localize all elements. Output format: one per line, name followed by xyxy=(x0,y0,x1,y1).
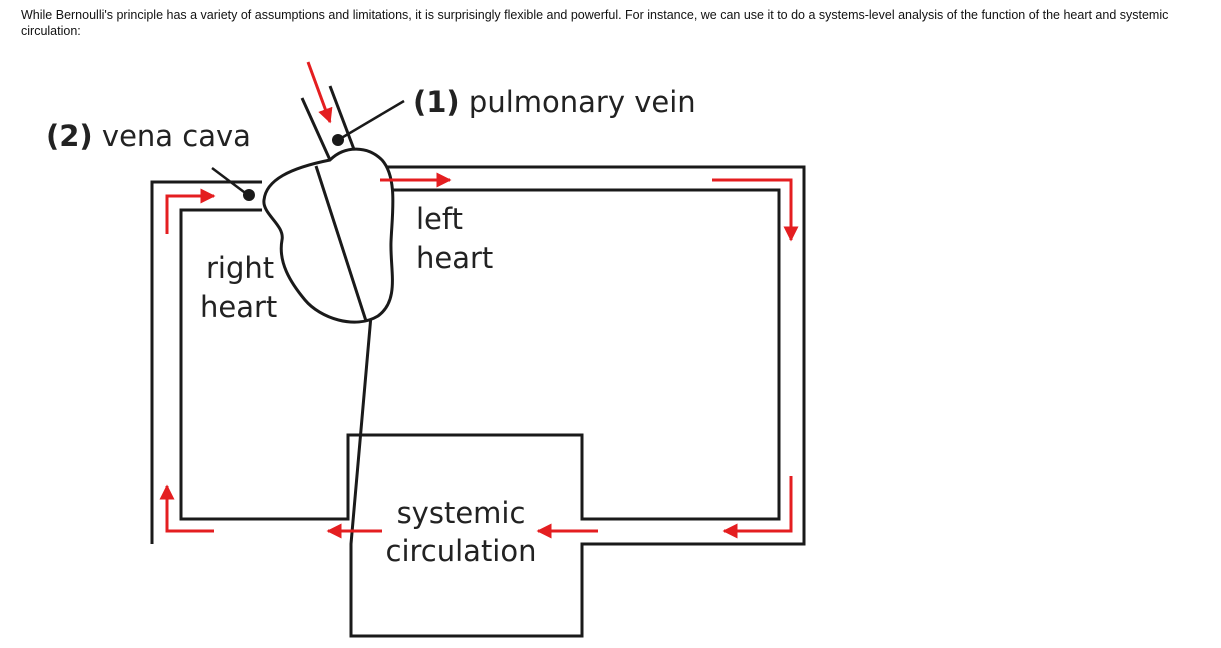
vena-cava-leader xyxy=(211,167,249,196)
right-heart-label-line1: right xyxy=(206,251,274,285)
vena-cava-point xyxy=(243,189,255,201)
flow-arrow-top-right-corner xyxy=(712,178,799,242)
intro-paragraph: While Bernoulli's principle has a variet… xyxy=(21,8,1169,38)
right-heart-label-line2: heart xyxy=(200,290,277,324)
vena-cava-number: (2) xyxy=(46,119,93,153)
systemic-label-line1: systemic xyxy=(397,496,526,530)
flow-arrow-pulmonary-in xyxy=(306,61,333,124)
heart-septum xyxy=(314,165,368,322)
flow-arrow-bottom-left-corner xyxy=(159,484,214,533)
left-heart-label-line1: left xyxy=(416,202,463,236)
pulmonary-vein-number: (1) xyxy=(413,85,460,119)
heart-shape xyxy=(262,147,395,324)
pulmonary-vein-leader xyxy=(337,99,405,142)
flow-arrow-bottom-right-corner xyxy=(722,476,793,539)
systemic-label-line2: circulation xyxy=(386,534,537,568)
pulmonary-vein-wall-right xyxy=(328,85,357,153)
pulmonary-vein-label: (1) pulmonary vein xyxy=(413,85,696,119)
pulmonary-vein-wall-left xyxy=(300,97,332,161)
pulmonary-vein-point xyxy=(332,134,344,146)
circulation-inner-wall xyxy=(179,188,781,521)
flow-arrows xyxy=(159,61,799,539)
left-heart-label-line2: heart xyxy=(416,241,493,275)
flow-arrow-top-left-corner xyxy=(165,188,216,234)
vena-cava-text: vena cava xyxy=(102,119,251,153)
circulation-outer-wall xyxy=(150,165,806,638)
pulmonary-vein-text: pulmonary vein xyxy=(469,85,696,119)
vena-cava-label: (2) vena cava xyxy=(46,119,251,153)
